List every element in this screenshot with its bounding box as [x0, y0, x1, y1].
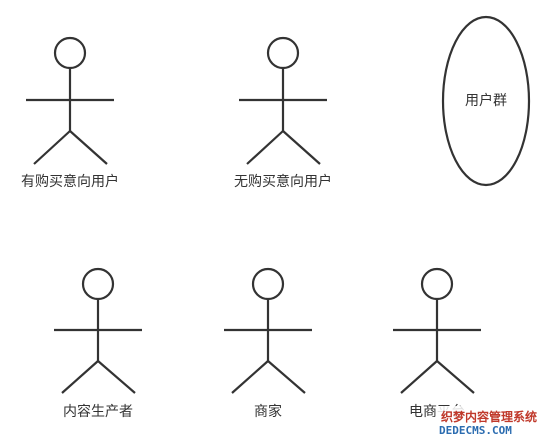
usecase-label: 用户群 [465, 93, 507, 109]
actor-3-right-leg [97, 360, 136, 394]
actor-1-label: 有购买意向用户 [21, 174, 119, 190]
actor-5-right-leg [436, 360, 475, 394]
actor-2-right-leg [282, 130, 321, 165]
actor-figure-5[interactable] [393, 267, 481, 394]
actor-figure-3[interactable] [54, 267, 142, 394]
actor-figure-2[interactable] [239, 36, 327, 165]
actor-4-label: 商家 [254, 404, 282, 420]
actor-3-label: 内容生产者 [63, 404, 133, 420]
actor-figure-1[interactable] [26, 36, 114, 165]
actor-2-label: 无购买意向用户 [234, 174, 332, 190]
actor-3-left-leg [61, 360, 99, 394]
usecase-ellipse[interactable] [441, 15, 531, 187]
actor-5-left-leg [400, 360, 438, 394]
actor-4-left-leg [231, 360, 269, 394]
actor-1-head [53, 36, 87, 70]
actor-2-head [266, 36, 300, 70]
actor-3-head [81, 267, 115, 301]
actor-5-head [420, 267, 454, 301]
actor-1-right-leg [69, 130, 108, 165]
actor-2-left-leg [246, 130, 284, 165]
actor-figure-4[interactable] [224, 267, 312, 394]
watermark-url: DEDECMS.COM [439, 424, 512, 437]
actor-1-left-leg [33, 130, 71, 165]
actor-4-right-leg [267, 360, 306, 394]
watermark-title: 织梦内容管理系统 [441, 410, 538, 424]
watermark: 织梦内容管理系统 DEDECMS.COM [437, 406, 549, 440]
actor-4-head [251, 267, 285, 301]
